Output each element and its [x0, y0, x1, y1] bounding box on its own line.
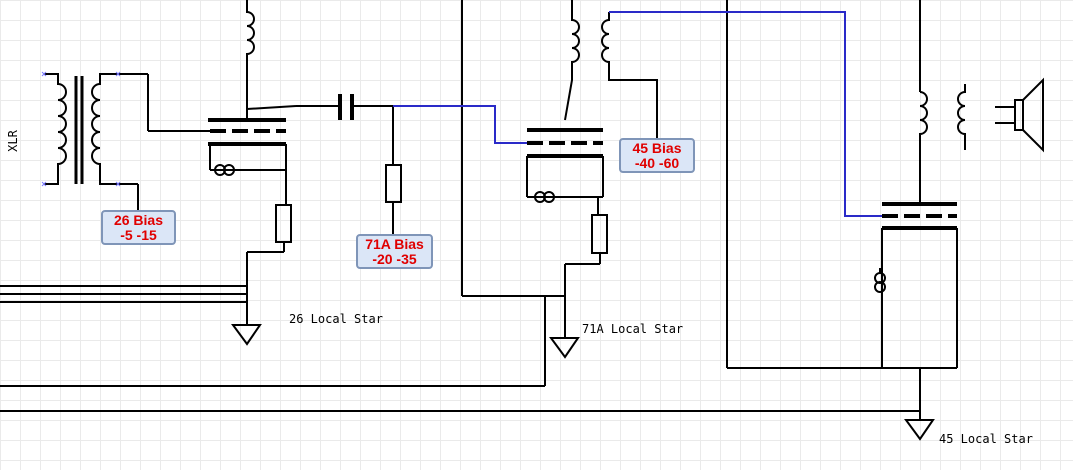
resistor-26-cathode — [275, 204, 292, 243]
resistor-71a-cathode — [591, 214, 608, 254]
bias-45-line2: -40 -60 — [634, 155, 680, 171]
bias-45-line1: 45 Bias — [632, 140, 682, 156]
bias-26-line2: -5 -15 — [120, 227, 157, 243]
ground-45-symbol — [904, 419, 935, 441]
bias-45-box[interactable]: 45 Bias -40 -60 — [619, 138, 695, 173]
tube-45 — [726, 0, 966, 420]
tube-26 — [208, 0, 340, 205]
star-26-label: 26 Local Star — [289, 312, 383, 326]
tube-71a — [461, 0, 604, 215]
bias-26-line1: 26 Bias — [113, 212, 164, 228]
ground-26-symbol — [231, 324, 262, 346]
speaker-icon — [995, 77, 1044, 153]
bias-26-box[interactable]: 26 Bias -5 -15 — [101, 210, 176, 245]
resistor-71a-grid — [385, 164, 402, 203]
ground-71a-symbol — [549, 337, 580, 359]
input-transformer — [44, 73, 210, 212]
star-71a-label: 71A Local Star — [582, 322, 684, 336]
coupling-capacitor — [338, 94, 395, 120]
star-45-label: 45 Local Star — [939, 432, 1033, 446]
bias-71a-line2: -20 -35 — [372, 251, 417, 267]
ground-bus — [0, 285, 920, 412]
xlr-label: XLR — [5, 130, 20, 152]
signal-wires — [393, 11, 882, 217]
bias-71a-box[interactable]: 71A Bias -20 -35 — [356, 234, 433, 269]
bias-71a-line1: 71A Bias — [365, 236, 424, 252]
interstage-transformer — [601, 12, 658, 140]
terminal-markers — [41, 71, 121, 187]
